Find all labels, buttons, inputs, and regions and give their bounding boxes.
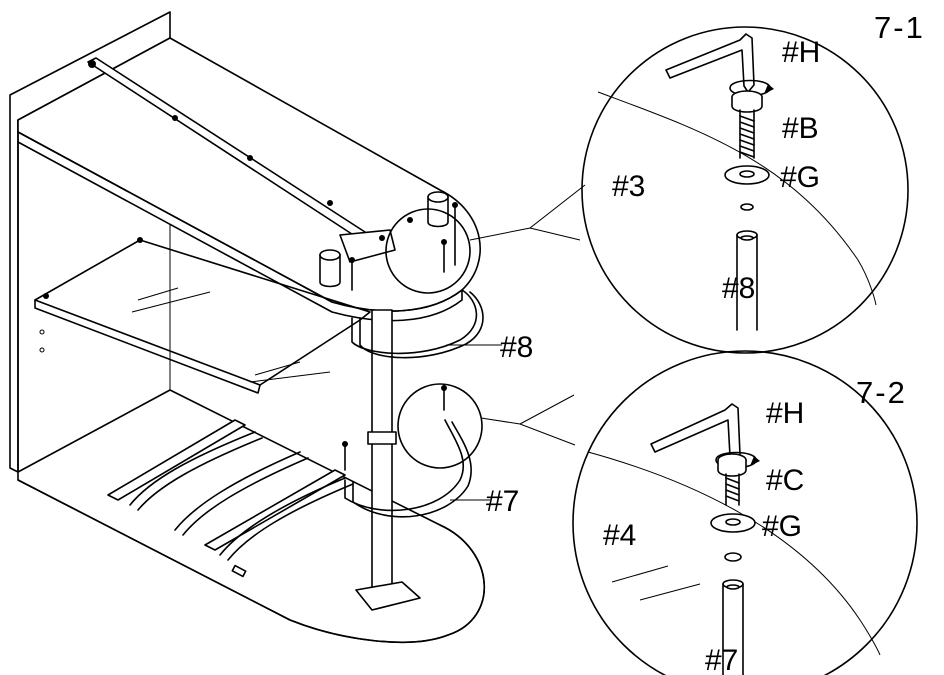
bolt-icon [731, 90, 763, 159]
end-cap [427, 196, 449, 228]
pole-joint [367, 431, 397, 445]
rail-screw [379, 235, 385, 241]
end-cap [319, 254, 341, 288]
label-tube: #8 [722, 272, 755, 305]
tube-icon [722, 579, 744, 675]
shelf-hole [39, 347, 45, 353]
panel-edge-line [587, 451, 881, 656]
upper-rail [359, 291, 484, 359]
screw-hole [740, 203, 754, 211]
end-cap-top [427, 191, 449, 203]
rail-screw [407, 217, 413, 223]
label-tube: #7 [705, 644, 738, 675]
hex-key-icon [665, 33, 774, 97]
label-washer: #G [780, 161, 820, 194]
washer-icon [724, 165, 770, 185]
lower-rail [352, 421, 472, 518]
rail-screw [327, 200, 333, 206]
detail-circle-bottom [397, 383, 483, 469]
callout-circle [572, 350, 918, 675]
callout-circle [581, 26, 909, 354]
pole-base [355, 581, 421, 611]
rail-screw [88, 60, 96, 68]
label-rail-7: #7 [486, 485, 519, 518]
end-cap-top [319, 249, 341, 261]
rail-screw [172, 115, 178, 121]
lower-rail-screws [344, 384, 445, 471]
label-rail-8: #8 [500, 331, 533, 364]
shelf-clip [137, 237, 143, 243]
glass-reflection [131, 287, 331, 383]
glass-shelf-edge [34, 299, 261, 394]
lower-rail [344, 419, 465, 512]
callout-7-2: 7-2 #H #C #G #4 #7 [572, 350, 918, 675]
bolt-icon [717, 453, 747, 506]
main-assembly: #8 #7 [9, 11, 586, 643]
bottom-panel-edge [17, 479, 485, 643]
label-bolt: #C [766, 464, 804, 497]
label-bolt: #B [782, 112, 819, 145]
shelf-clip [43, 293, 49, 299]
top-screws [349, 202, 458, 291]
label-panel: #3 [612, 170, 645, 203]
washer-icon [710, 513, 756, 533]
step-label-7-2: 7-2 [856, 375, 907, 410]
step-label-7-1: 7-1 [874, 10, 925, 45]
label-hex-key: #H [782, 36, 820, 69]
tube-icon [736, 230, 758, 331]
callout-connector-bottom [480, 394, 576, 446]
glass-shelf [34, 239, 371, 386]
shelf-hole [39, 329, 45, 335]
label-panel: #4 [603, 519, 636, 552]
top-panel-front-edge [17, 131, 463, 322]
label-hex-key: #H [766, 397, 804, 430]
panel-edge-line [597, 91, 877, 306]
callout-7-1: 7-1 #H #B #G #3 #8 [581, 10, 925, 354]
label-washer: #G [762, 510, 802, 543]
shoe-rack [107, 419, 354, 578]
detail-circle-top [385, 208, 471, 294]
glass-reflection [611, 565, 701, 601]
rail-screw [247, 155, 253, 161]
screw-hole [724, 552, 742, 562]
callout-connector-top [469, 184, 586, 241]
